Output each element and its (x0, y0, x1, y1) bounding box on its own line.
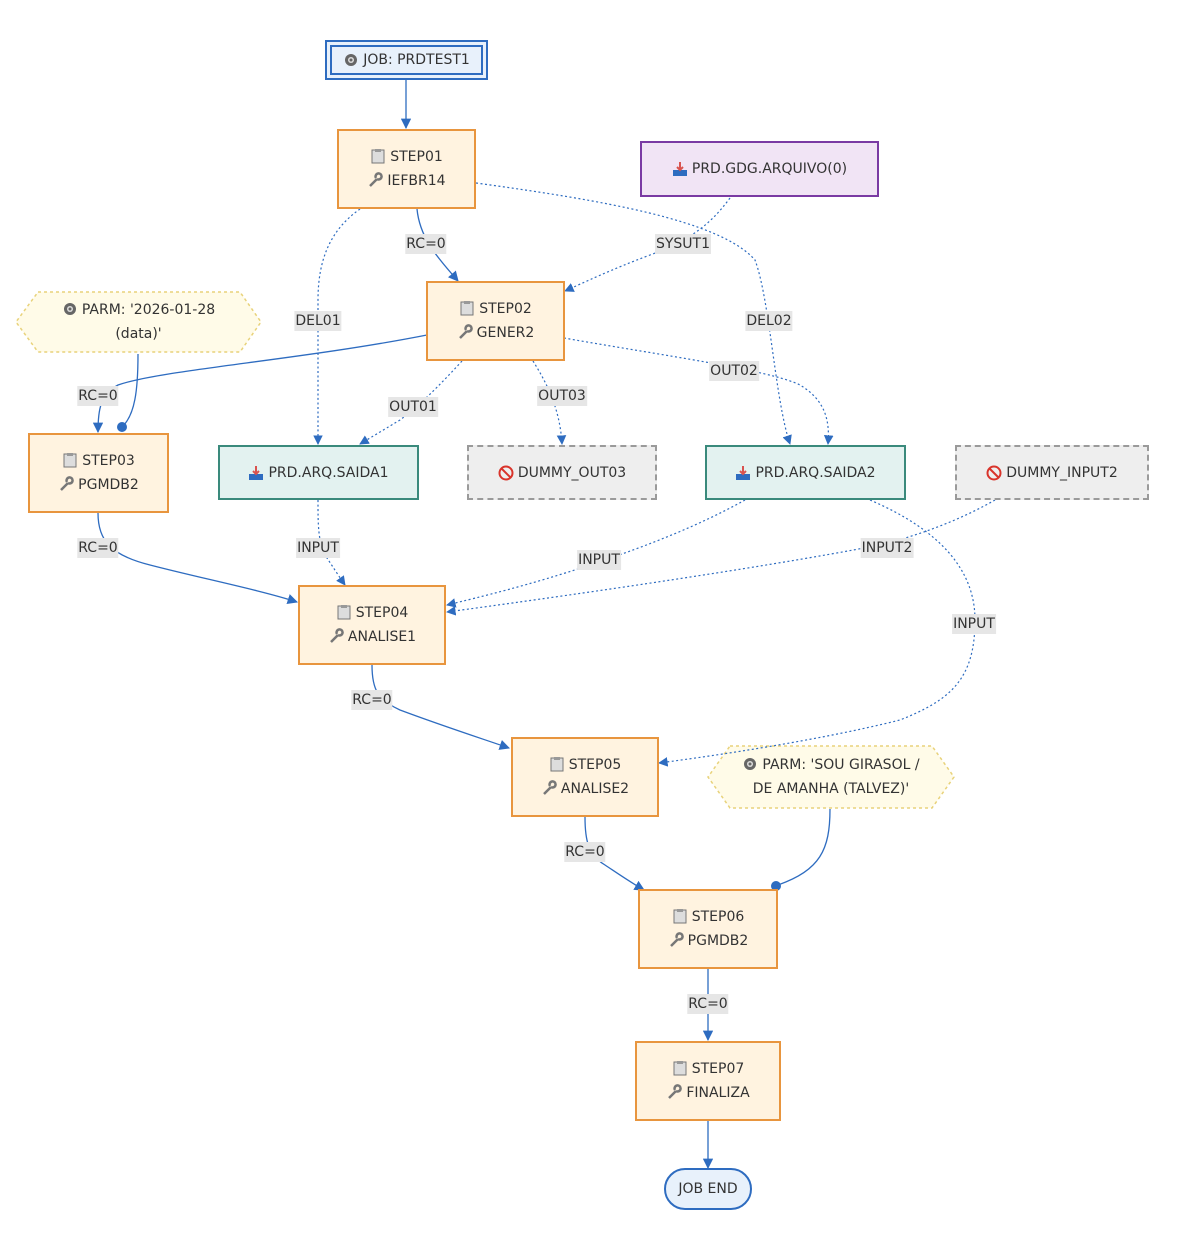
step01-node[interactable]: STEP01 IEFBR14 (337, 129, 476, 209)
gdg-dataset-node[interactable]: PRD.GDG.ARQUIVO(0) (640, 141, 879, 197)
edge-step04-step05 (371, 664, 510, 750)
saida1-label: PRD.ARQ.SAIDA1 (268, 464, 389, 481)
clipboard-icon (337, 605, 351, 620)
parm1-line1: PARM: '2026-01-28 (81, 302, 216, 318)
step03-pgm: PGMDB2 (78, 477, 139, 493)
edge-step01-saida1 (313, 208, 361, 445)
wrench-icon (543, 780, 557, 795)
job-end-node[interactable]: JOB END (664, 1168, 752, 1210)
wrench-icon (458, 324, 473, 339)
dummy-out03-label: DUMMY_OUT03 (517, 464, 627, 481)
edge-dummy-input2-step04 (446, 499, 996, 616)
inbox-tray-icon (736, 465, 751, 480)
step04-node[interactable]: STEP04 ANALISE1 (298, 585, 446, 665)
clipboard-icon (673, 1061, 687, 1076)
job-end-label: JOB END (678, 1181, 738, 1197)
edge-label-rc-step05-step06: RC=0 (564, 842, 606, 862)
clipboard-icon (550, 757, 564, 772)
edge-label-rc-step01-step02: RC=0 (405, 234, 447, 254)
job-node[interactable]: JOB: PRDTEST1 (325, 40, 488, 80)
edge-gdg-step02 (564, 197, 731, 292)
gear-icon (744, 758, 757, 770)
dummy-input2-node[interactable]: DUMMY_INPUT2 (955, 445, 1149, 500)
edge-label-rc-step04-step05: RC=0 (351, 690, 393, 710)
clipboard-icon (371, 149, 385, 164)
step03-node[interactable]: STEP03 PGMDB2 (28, 433, 169, 513)
step04-pgm: ANALISE1 (347, 629, 417, 645)
edge-label-input-saida2-step05: INPUT (952, 614, 996, 634)
saida2-label: PRD.ARQ.SAIDA2 (755, 464, 876, 481)
prohibited-icon (986, 465, 1002, 480)
step01-name: STEP01 (390, 149, 443, 165)
step05-pgm: ANALISE2 (560, 781, 630, 797)
clipboard-icon (460, 301, 474, 316)
edge-step03-step04 (97, 512, 298, 605)
edge-label-del02: DEL02 (745, 311, 793, 331)
edge-label-input-saida1: INPUT (296, 538, 340, 558)
edge-parm1-step03 (121, 353, 139, 428)
step05-name: STEP05 (568, 757, 622, 773)
parm2-line2: DE AMANHA (TALVEZ)' (752, 781, 910, 797)
edge-parm2-step06 (777, 808, 831, 886)
wrench-icon (369, 172, 384, 187)
step06-name: STEP06 (691, 909, 745, 925)
saida1-dataset-node[interactable]: PRD.ARQ.SAIDA1 (218, 445, 419, 500)
inbox-tray-icon (249, 465, 264, 480)
wrench-icon (60, 476, 74, 491)
saida2-dataset-node[interactable]: PRD.ARQ.SAIDA2 (705, 445, 906, 500)
edge-label-rc-step06-step07: RC=0 (687, 994, 729, 1014)
step06-pgm: PGMDB2 (687, 933, 749, 949)
edge-label-input-saida2-step04: INPUT (577, 550, 621, 570)
parm2-node: PARM: 'SOU GIRASOL / DE AMANHA (TALVEZ)' (708, 746, 954, 808)
parm1-line2: (data)' (115, 326, 162, 342)
parm2-shape (707, 745, 955, 809)
edge-step02-saida2 (563, 337, 834, 445)
prohibited-icon (498, 465, 514, 480)
edge-label-rc-step02-step03: RC=0 (77, 386, 119, 406)
step06-node[interactable]: STEP06 PGMDB2 (638, 889, 778, 969)
gear-icon (345, 54, 358, 66)
step04-name: STEP04 (355, 605, 409, 621)
parm2-line1: PARM: 'SOU GIRASOL / (762, 757, 920, 773)
step03-name: STEP03 (82, 453, 135, 469)
parm1-shape (15, 291, 262, 353)
gear-icon (63, 303, 76, 315)
edge-saida2-step05 (658, 499, 976, 767)
edge-label-out02: OUT02 (709, 361, 759, 381)
wrench-icon (330, 628, 344, 643)
edge-step01-saida2 (475, 182, 792, 445)
step07-node[interactable]: STEP07 FINALIZA (635, 1041, 781, 1121)
edge-label-del01: DEL01 (294, 311, 342, 331)
edge-label-out01: OUT01 (388, 397, 438, 417)
step02-pgm: GENER2 (476, 325, 535, 341)
dummy-out03-node[interactable]: DUMMY_OUT03 (467, 445, 657, 500)
step02-node[interactable]: STEP02 GENER2 (426, 281, 565, 361)
dummy-input2-label: DUMMY_INPUT2 (1006, 464, 1118, 481)
edge-label-input2: INPUT2 (860, 538, 914, 558)
step01-pgm: IEFBR14 (387, 173, 446, 189)
job-label: JOB: PRDTEST1 (363, 52, 470, 68)
inbox-tray-icon (672, 162, 687, 176)
step02-name: STEP02 (479, 301, 532, 317)
edge-label-sysut1: SYSUT1 (654, 234, 712, 254)
gdg-label: PRD.GDG.ARQUIVO(0) (691, 161, 848, 177)
wrench-icon (669, 932, 684, 947)
parm2-connector-dot (771, 881, 781, 891)
clipboard-icon (63, 453, 77, 468)
step05-node[interactable]: STEP05 ANALISE2 (511, 737, 659, 817)
edge-label-rc-step03-step04: RC=0 (77, 538, 119, 558)
clipboard-icon (673, 909, 687, 924)
edge-step05-step06 (584, 816, 645, 891)
parm1-node: PARM: '2026-01-28 (data)' (16, 292, 261, 352)
wrench-icon (668, 1084, 683, 1099)
edge-label-out03: OUT03 (537, 386, 587, 406)
edge-step02-saida1 (359, 360, 463, 445)
step07-pgm: FINALIZA (686, 1085, 750, 1101)
step07-name: STEP07 (691, 1061, 745, 1077)
parm1-connector-dot (117, 422, 127, 432)
